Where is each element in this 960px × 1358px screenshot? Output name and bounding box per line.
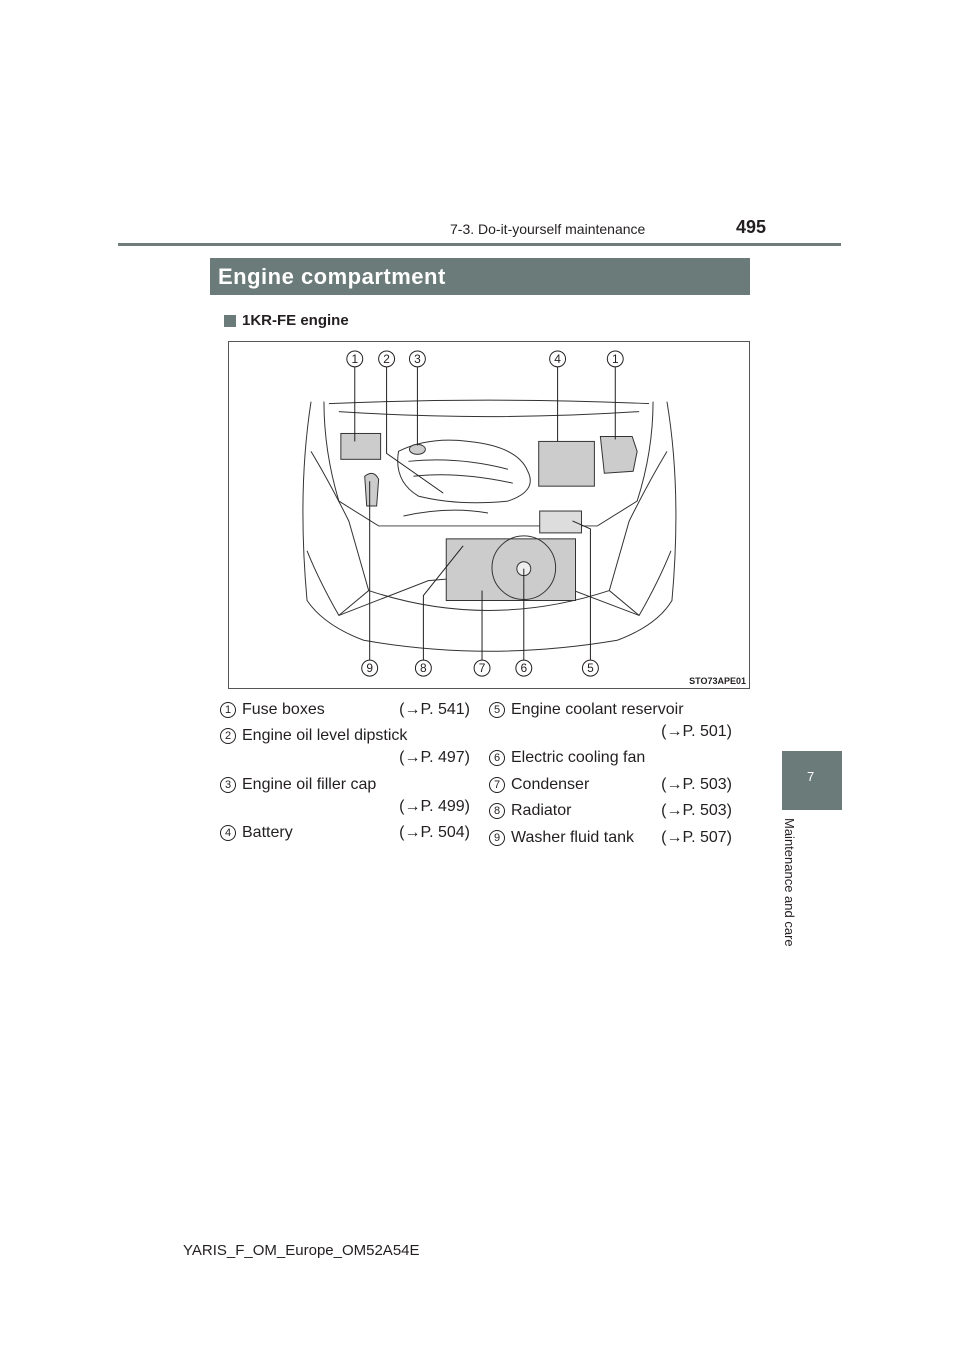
callout-bottom-5: 5 [581,659,599,677]
svg-text:2: 2 [383,352,390,366]
callout-top-1b: 1 [606,350,624,368]
svg-text:5: 5 [587,661,594,675]
legend-label: Engine oil level dipstick [242,727,408,744]
header-section: 7-3. Do-it-yourself maintenance [450,221,646,237]
section-title-bar: Engine compartment [210,258,750,295]
legend-label: Washer fluid tank [511,829,635,846]
callout-bottom-9: 9 [361,659,379,677]
page-reference: (→P. 499) [399,798,470,815]
page-reference: (→P. 501) [661,723,732,740]
legend-label: Electric cooling fan [511,749,646,766]
callout-bottom-8: 8 [414,659,432,677]
page-reference: (→P. 507) [661,829,732,846]
page-number: 495 [736,217,767,237]
circled-number: 7 [489,777,505,793]
chapter-label-text: Maintenance and care [782,818,797,947]
callout-bottom-6: 6 [515,659,533,677]
page-reference: (→P. 503) [661,776,732,793]
legend-item: 5 Engine coolant reservoir (→P. 501) [489,701,732,745]
chapter-tab[interactable]: 7 [782,751,842,810]
circled-number: 3 [220,777,236,793]
legend-label: Radiator [511,802,572,819]
circled-number: 8 [489,803,505,819]
legend-label: Condenser [511,776,590,793]
footer-code: YARIS_F_OM_Europe_OM52A54E [183,1242,420,1259]
legend-label: Battery [242,824,293,841]
subheading: 1KR-FE engine [224,312,349,329]
legend-label: Fuse boxes [242,701,325,718]
circled-number: 9 [489,830,505,846]
svg-text:1: 1 [351,352,358,366]
page-reference: (→P. 497) [399,749,470,766]
circled-number: 2 [220,728,236,744]
circled-number: 5 [489,702,505,718]
figure-code: STO73APE01 [689,676,746,686]
circled-number: 6 [489,750,505,766]
legend-label: Engine coolant reservoir [511,701,684,718]
svg-text:8: 8 [420,661,427,675]
svg-text:4: 4 [554,352,561,366]
circled-number: 1 [220,702,236,718]
page-reference: (→P. 541) [399,701,470,718]
legend-label: Engine oil filler cap [242,776,377,793]
callout-bottom-7: 7 [473,659,491,677]
page-reference: (→P. 504) [399,824,470,841]
header-divider [118,243,841,246]
svg-text:7: 7 [479,661,486,675]
legend-item: 2 Engine oil level dipstick (→P. 497) [220,727,470,771]
svg-text:9: 9 [366,661,373,675]
callout-top-4: 4 [549,350,567,368]
callout-top-1: 1 [346,350,364,368]
svg-text:3: 3 [414,352,421,366]
callout-top-2: 2 [378,350,396,368]
svg-text:6: 6 [520,661,527,675]
engine-compartment-figure: 1 2 3 4 1 9 8 7 6 5 STO73APE01 [228,341,750,689]
legend-item: 3 Engine oil filler cap (→P. 499) [220,776,470,820]
callout-top-3: 3 [408,350,426,368]
engine-illustration: 1 2 3 4 1 9 8 7 6 5 [302,350,677,677]
page-title: Engine compartment [218,264,446,289]
page-reference: (→P. 503) [661,802,732,819]
chapter-number: 7 [807,769,815,784]
svg-text:1: 1 [612,352,619,366]
square-bullet-icon [224,314,236,327]
subheading-text: 1KR-FE engine [242,312,349,329]
chapter-label: Maintenance and care [782,818,803,968]
circled-number: 4 [220,825,236,841]
